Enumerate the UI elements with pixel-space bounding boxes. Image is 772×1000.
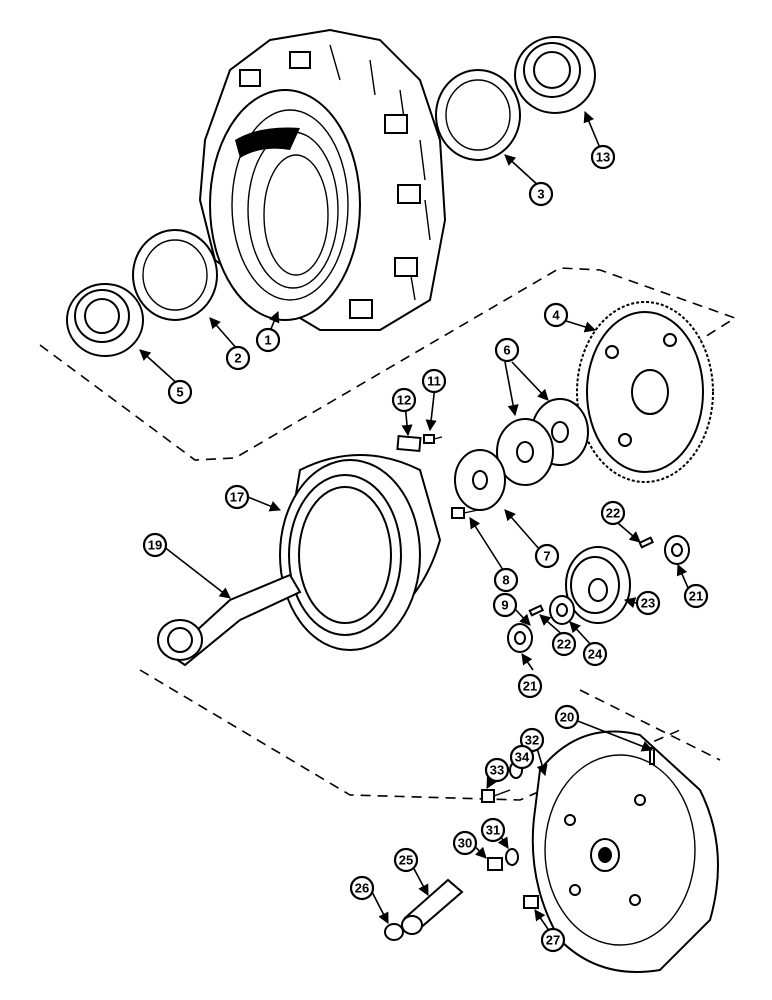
callout-19-label: 19 [148,538,162,553]
callout-21-right: 21 [683,583,709,609]
planetary-cover [531,730,719,973]
planet-gear [565,546,631,624]
callout-34-label: 34 [515,750,530,765]
plug-seal [505,848,519,866]
callout-22-lower-label: 22 [557,637,571,652]
callout-2-label: 2 [234,351,241,366]
callout-13-label: 13 [596,150,610,165]
callout-4-label: 4 [552,308,560,323]
planet-washer-right [664,535,690,565]
hub-housing [198,28,447,331]
callout-3-label: 3 [537,187,544,202]
callout-1-label: 1 [264,333,271,348]
callout-32-label: 32 [525,733,539,748]
callout-8-label: 8 [502,573,509,588]
needle-pin-upper [638,536,655,549]
callout-8: 8 [493,567,519,593]
callout-1: 1 [255,327,281,353]
callout-31-label: 31 [486,823,500,838]
callout-21-left: 21 [517,673,543,699]
ring-gear [279,454,442,651]
retainer-plate [454,449,506,511]
spacer-washer [549,595,575,625]
callout-24: 24 [582,641,608,667]
lock-bolt [423,434,443,444]
callout-30-label: 30 [458,836,472,851]
callout-22-lower: 22 [551,631,577,657]
thrust-washer-inner [496,418,554,486]
callout-25-label: 25 [399,853,413,868]
callout-19: 19 [142,532,168,558]
bearing-cup-inner [132,229,218,321]
callout-33-label: 33 [490,763,504,778]
callout-31: 31 [480,817,506,843]
fill-plug [523,895,539,909]
callout-27: 27 [540,927,566,953]
callout-12-label: 12 [397,393,411,408]
planet-washer-left [507,623,533,653]
callout-12: 12 [391,387,417,413]
retainer-bolt [451,507,479,519]
callout-23-label: 23 [641,596,655,611]
callout-7: 7 [534,543,560,569]
callout-2: 2 [225,345,251,371]
needle-pin-lower [528,604,545,617]
callout-5-label: 5 [176,385,183,400]
planet-pin [401,878,464,935]
callout-21-left-label: 21 [523,679,537,694]
callout-25: 25 [393,847,419,873]
callout-6: 6 [494,337,520,363]
drain-plug [487,857,503,871]
callout-23: 23 [635,590,661,616]
callout-27-label: 27 [546,933,560,948]
callout-7-label: 7 [543,549,550,564]
callout-20: 20 [554,704,580,730]
callout-9: 9 [492,592,518,618]
carrier-gear [576,301,714,483]
callout-4: 4 [543,302,569,328]
callout-21-right-label: 21 [689,589,703,604]
callout-11: 11 [421,368,447,394]
callout-6-label: 6 [503,343,510,358]
callout-20-label: 20 [560,710,574,725]
cover-bolt [481,789,511,803]
callout-13: 13 [590,144,616,170]
assembly-boundary-lower-right [579,689,721,761]
assembly-boundary-upper [39,267,737,461]
callout-5: 5 [167,379,193,405]
callout-22-upper-label: 22 [606,506,620,521]
callout-30: 30 [452,830,478,856]
callout-32: 32 [519,727,545,753]
callout-33: 33 [484,757,510,783]
callout-34: 34 [509,744,535,770]
callout-22-upper: 22 [600,500,626,526]
callout-9-label: 9 [501,598,508,613]
callout-11-label: 11 [427,374,441,389]
bearing-cone-inner [66,283,144,357]
callout-26-label: 26 [355,881,369,896]
callout-17-label: 17 [230,490,244,505]
callout-26: 26 [349,875,375,901]
callout-3: 3 [528,181,554,207]
input-shaft [157,573,302,667]
callout-24-label: 24 [588,647,603,662]
bearing-cup [435,69,521,161]
dowel-pin [649,747,655,765]
lock-plate [396,434,422,453]
bearing-cone [514,36,596,114]
callout-17: 17 [224,484,250,510]
o-ring [384,923,404,941]
